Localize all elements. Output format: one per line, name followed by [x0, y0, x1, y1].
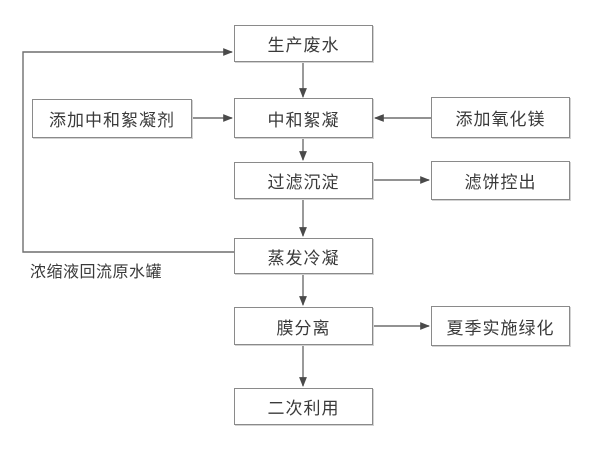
node-label: 添加氧化镁	[455, 110, 546, 130]
node-neutralization-flocculation[interactable]: 中和絮凝	[234, 98, 373, 138]
node-label: 夏季实施绿化	[446, 318, 555, 339]
node-label: 二次利用	[267, 399, 340, 419]
node-membrane-separation[interactable]: 膜分离	[234, 307, 373, 345]
node-secondary-reuse[interactable]: 二次利用	[234, 388, 373, 425]
node-label: 生产废水	[267, 36, 340, 56]
node-label: 膜分离	[276, 318, 331, 339]
concentrate-return-label: 浓缩液回流原水罐	[30, 262, 163, 281]
node-add-neutralizing-flocculant[interactable]: 添加中和絮凝剂	[32, 99, 192, 138]
node-filtration-precipitation[interactable]: 过滤沉淀	[234, 162, 373, 199]
node-production-wastewater[interactable]: 生产废水	[234, 25, 373, 62]
node-label: 中和絮凝	[267, 110, 340, 131]
node-summer-greening[interactable]: 夏季实施绿化	[431, 306, 570, 346]
node-label: 蒸发冷凝	[267, 248, 340, 269]
edge-concentrate-return-loop	[22, 48, 234, 253]
node-label: 滤饼控出	[464, 173, 537, 193]
node-filter-cake-output[interactable]: 滤饼控出	[431, 161, 570, 200]
node-label: 过滤沉淀	[267, 173, 340, 193]
node-evaporation-condensation[interactable]: 蒸发冷凝	[234, 238, 373, 274]
node-add-magnesium-oxide[interactable]: 添加氧化镁	[431, 97, 570, 138]
node-label: 添加中和絮凝剂	[49, 111, 175, 131]
